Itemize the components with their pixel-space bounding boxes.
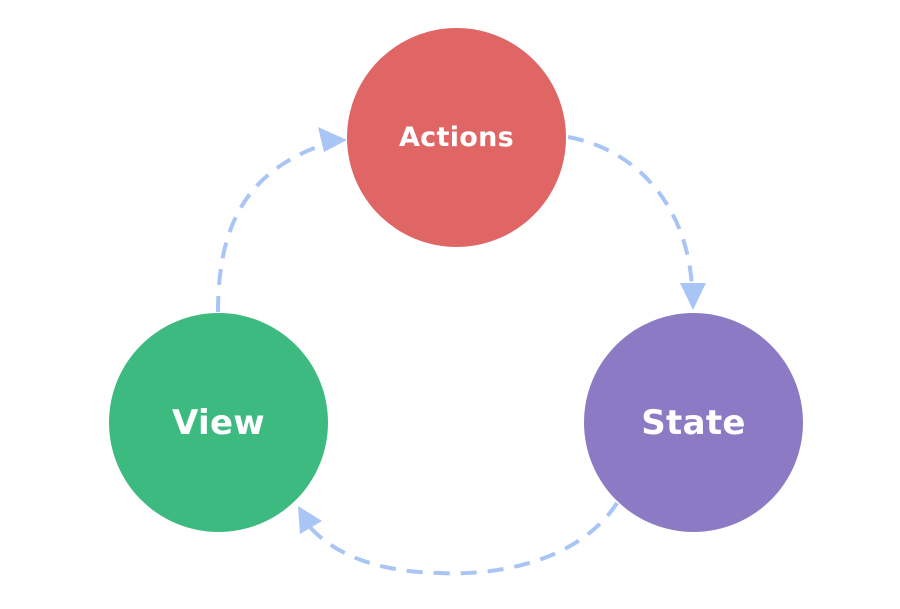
actions-label: Actions (398, 122, 514, 153)
arrowhead-into-state (680, 283, 706, 310)
view-node: View (109, 313, 328, 532)
actions-node: Actions (347, 28, 566, 247)
arrowhead-into-actions (318, 127, 347, 152)
arrowhead-into-view (298, 506, 322, 534)
arrow-view-to-actions (216, 138, 339, 313)
arrow-actions-to-state (567, 135, 694, 289)
state-node: State (584, 313, 803, 532)
view-label: View (171, 402, 266, 443)
arrow-state-to-view (306, 501, 619, 576)
state-label: State (641, 402, 746, 443)
